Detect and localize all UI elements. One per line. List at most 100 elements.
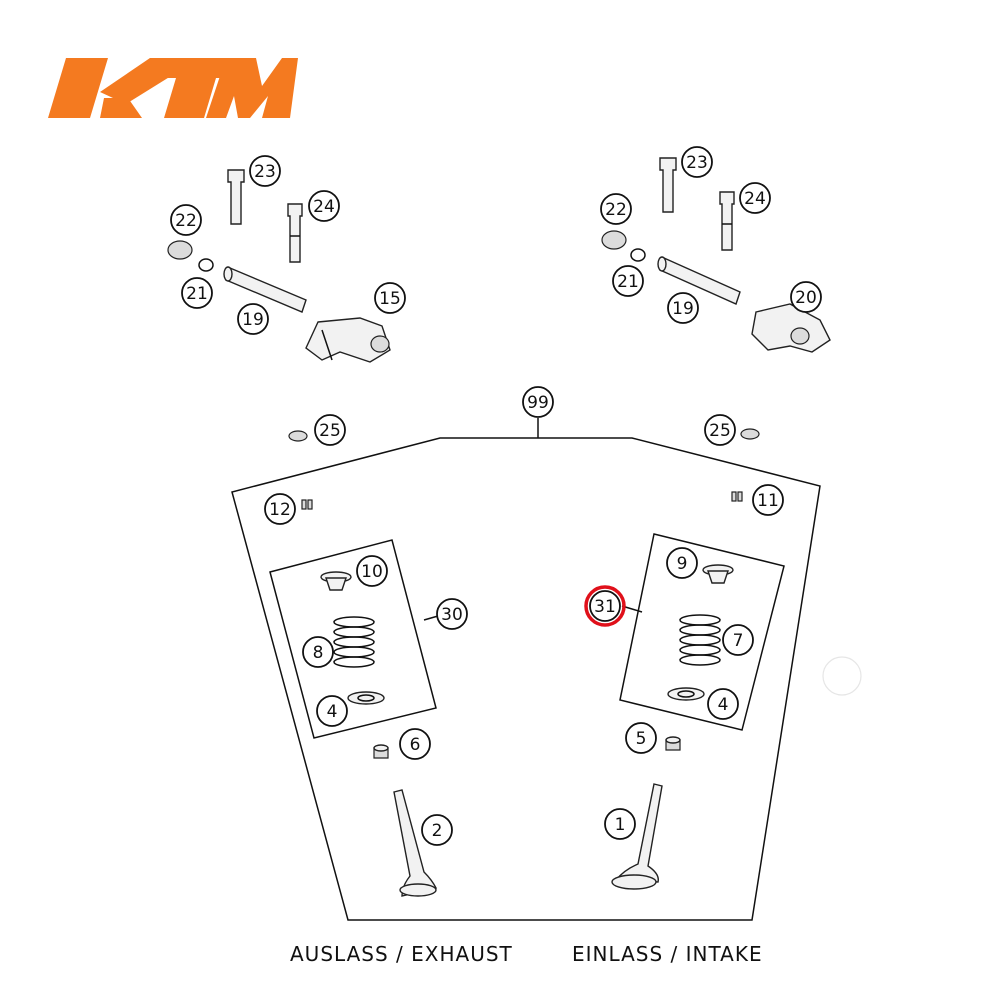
- exhaust-valve-2: [393, 789, 438, 897]
- spring-kit-box-30: [269, 539, 439, 739]
- callout-label: 4: [718, 695, 729, 715]
- bolt-23-exhaust: [227, 169, 245, 225]
- valve-spring-7: [679, 614, 721, 666]
- valve-stem-seal-5: [665, 736, 681, 751]
- callout-4a: 4: [316, 695, 348, 727]
- callout-23b: 23: [681, 146, 713, 178]
- callout-15: 15: [374, 282, 406, 314]
- callout-label: 7: [733, 631, 744, 651]
- callout-label: 15: [379, 289, 401, 309]
- callout-circle: [316, 695, 348, 727]
- callout-25b: 25: [704, 414, 736, 446]
- callout-31: 31: [584, 585, 626, 627]
- callout-5: 5: [625, 722, 657, 754]
- caption-exhaust: AUSLASS / EXHAUST: [290, 942, 513, 966]
- callout-6: 6: [399, 728, 431, 760]
- callout-19a: 19: [237, 303, 269, 335]
- valve-stem-seal-6: [373, 744, 389, 759]
- callout-20: 20: [790, 281, 822, 313]
- valve-cotters-12: [301, 499, 313, 510]
- callout-11: 11: [752, 484, 784, 516]
- ktm-logo: [48, 58, 298, 118]
- callout-circle: [302, 636, 334, 668]
- faint-circle-marker: [822, 656, 862, 696]
- callout-label: 20: [795, 288, 817, 308]
- shaft-19-exhaust: [223, 266, 307, 313]
- callout-label: 11: [757, 491, 779, 511]
- rocker-arm-15: [305, 317, 391, 363]
- callout-label: 24: [313, 197, 335, 217]
- rocker-group-intake: [601, 157, 831, 353]
- callout-23a: 23: [249, 155, 281, 187]
- rocker-group-exhaust: [167, 169, 391, 363]
- callout-label: 23: [254, 162, 276, 182]
- callout-circle: [237, 303, 269, 335]
- callout-circle: [421, 814, 453, 846]
- callout-8: 8: [302, 636, 334, 668]
- callout-circle: [356, 555, 388, 587]
- callout-2: 2: [421, 814, 453, 846]
- callout-12: 12: [264, 493, 296, 525]
- callout-label: 10: [361, 562, 383, 582]
- valve-spring-8: [333, 616, 375, 668]
- callout-label: 25: [319, 421, 341, 441]
- callout-circle: [666, 547, 698, 579]
- callout-19b: 19: [667, 292, 699, 324]
- callout-21a: 21: [181, 277, 213, 309]
- callout-label: 21: [617, 272, 639, 292]
- callout-circle: [308, 190, 340, 222]
- callout-24a: 24: [308, 190, 340, 222]
- bolt-23-intake: [659, 157, 677, 213]
- callout-circle: [707, 688, 739, 720]
- shim-25-exhaust: [288, 430, 308, 442]
- spring-retainer-10: [320, 571, 352, 591]
- callout-label: 31: [594, 597, 616, 617]
- valve-cotters-11: [731, 491, 743, 502]
- callout-label: 1: [615, 815, 626, 835]
- callout-24b: 24: [739, 182, 771, 214]
- callout-label: 19: [672, 299, 694, 319]
- callout-1: 1: [604, 808, 636, 840]
- callout-30: 30: [436, 598, 468, 630]
- callout-label: 19: [242, 310, 264, 330]
- caption-intake: EINLASS / INTAKE: [572, 942, 763, 966]
- callout-circle: [436, 598, 468, 630]
- bolt-24-exhaust: [287, 203, 303, 263]
- rocker-arm-20: [751, 303, 831, 353]
- callout-9: 9: [666, 547, 698, 579]
- callout-circle: [314, 414, 346, 446]
- callout-circle: [722, 624, 754, 656]
- callout-circle: [790, 281, 822, 313]
- callout-circle: [667, 292, 699, 324]
- intake-valve-1: [611, 783, 663, 890]
- callout-label: 12: [269, 500, 291, 520]
- callout-circle: [704, 414, 736, 446]
- callout-circle: [170, 204, 202, 236]
- callout-circle: [612, 265, 644, 297]
- callout-circle: [625, 722, 657, 754]
- callout-label: 23: [686, 153, 708, 173]
- callout-label: 5: [636, 729, 647, 749]
- callout-circle: [249, 155, 281, 187]
- bolt-24-intake: [719, 191, 735, 251]
- shaft-19-intake: [657, 256, 741, 305]
- valve-assembly-outline: [231, 418, 821, 921]
- callout-label: 4: [327, 702, 338, 722]
- callout-label: 22: [605, 200, 627, 220]
- callout-7: 7: [722, 624, 754, 656]
- callout-4b: 4: [707, 688, 739, 720]
- callout-label: 8: [313, 643, 324, 663]
- spring-seat-4-intake: [667, 687, 705, 701]
- callout-circle: [600, 193, 632, 225]
- spring-seat-4-exhaust: [347, 691, 385, 705]
- callout-circle: [522, 386, 554, 418]
- callout-label: 99: [527, 393, 549, 413]
- spring-kit-box-31: [619, 533, 785, 731]
- oring-21-intake: [630, 248, 646, 262]
- callout-label: 6: [410, 735, 421, 755]
- callout-circle: [752, 484, 784, 516]
- callout-circle: [374, 282, 406, 314]
- spring-retainer-9: [702, 564, 734, 584]
- plug-22-intake: [601, 230, 627, 250]
